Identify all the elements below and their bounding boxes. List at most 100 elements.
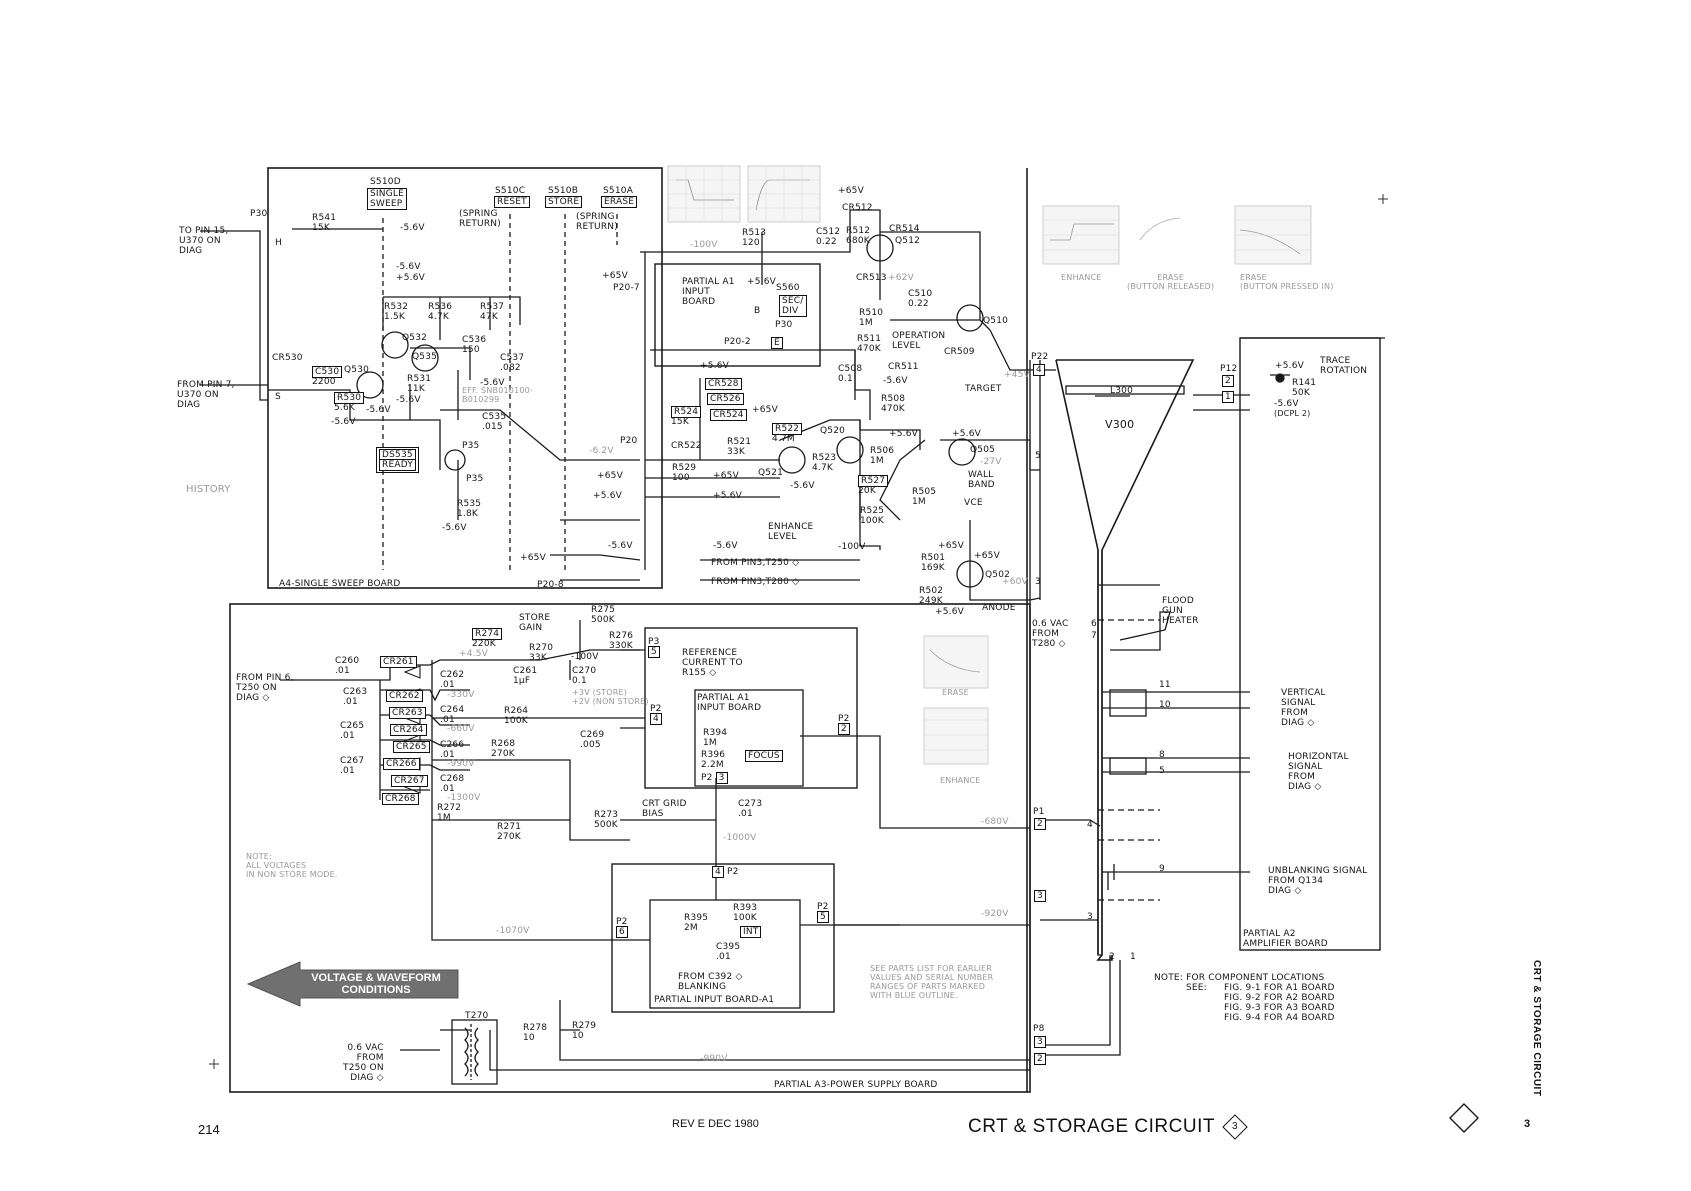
q512-symbol (866, 234, 894, 262)
c273-label: C273.01 (738, 799, 763, 819)
v65-l: +65V (597, 471, 623, 481)
waveform-erase-low-caption: ERASE (942, 688, 969, 697)
c260-label: C260.01 (335, 656, 360, 676)
pin4-label: 4 (1087, 820, 1093, 830)
a4-board-outline (267, 167, 663, 589)
v-neg990-p8: -990V (700, 1054, 728, 1064)
v65-p20-7: +65V (602, 271, 628, 281)
v65-top: +65V (838, 186, 864, 196)
q532-symbol (381, 331, 409, 359)
v-neg56-g: -5.6V (442, 523, 467, 533)
dcpl-label: (DCPL 2) (1274, 409, 1311, 418)
cr263-label: CR263 (389, 707, 426, 719)
v56-q505: +5.6V (952, 429, 982, 439)
p1-pin3: 3 (1034, 890, 1046, 902)
t270-label: T270 (465, 1011, 489, 1021)
a3-board-outline (229, 603, 1031, 1093)
a1-inner-bottom (649, 899, 801, 1009)
side-tab: CRT & STORAGE CIRCUIT (1531, 960, 1542, 1097)
c395-label: C395.01 (716, 942, 741, 962)
c268-label: C268.01 (440, 774, 465, 794)
q510-symbol (956, 304, 984, 332)
erase-switch: ERASE (601, 196, 638, 208)
cr530-label: CR530 (272, 353, 303, 363)
cr524-label: CR524 (710, 409, 747, 421)
cr511-label: CR511 (888, 362, 919, 372)
q530-symbol (356, 371, 384, 399)
v-neg1000: -1000V (723, 833, 757, 843)
pin7-label: 7 (1091, 631, 1097, 641)
a1-inner-mid (694, 689, 804, 787)
s510c-label: S510C (495, 186, 526, 196)
q505-symbol (948, 438, 976, 466)
c267-label: C267.01 (340, 756, 365, 776)
q512-label: Q512 (895, 236, 921, 246)
pin10-label: 10 (1159, 700, 1171, 710)
p8-label: P8 (1033, 1024, 1045, 1034)
p2-3-label: P2 3 (701, 772, 728, 784)
s560-label: S560 (776, 283, 800, 293)
waveform-erase-pressed-caption: ERASE(BUTTON PRESSED IN) (1240, 273, 1334, 291)
cr265-label: CR265 (393, 741, 430, 753)
v-neg990: -990V (447, 759, 475, 769)
cr268-label: CR268 (382, 793, 419, 805)
v56-r: +5.6V (713, 491, 743, 501)
v-neg100-c: -100V (571, 652, 599, 662)
c535-label: C535.015 (482, 412, 507, 432)
v56-l: +5.6V (593, 491, 623, 501)
v-neg27: -27V (980, 457, 1002, 467)
p30b-label: P30 (775, 320, 793, 330)
cr528-label: CR528 (705, 378, 742, 390)
from-t250-label: FROM PIN3,T250 ◇ (711, 558, 800, 568)
revision-label: REV E DEC 1980 (672, 1118, 759, 1130)
p35-a-label: P35 (462, 441, 480, 451)
c537-label: C537.082 (500, 353, 525, 373)
from-c392-label: FROM C392 ◇BLANKING (678, 972, 743, 992)
q535-symbol (411, 344, 439, 372)
pin2-label: 2 (1109, 952, 1115, 962)
eff-serial-note: EFF. SNB010100-B010299 (462, 386, 534, 404)
v56-r506: +5.6V (889, 429, 919, 439)
a2-board-outline (1239, 337, 1381, 951)
v-pos56: +5.6V (396, 273, 426, 283)
a1-bottom-outline (611, 863, 835, 1013)
p22-pin5: 5 (1035, 451, 1041, 461)
p22-label: P22 (1031, 352, 1049, 362)
v-neg56-trace: -5.6V (1274, 399, 1299, 409)
vce-label: VCE (964, 498, 983, 508)
p12-pin1: 1 (1222, 391, 1234, 403)
cr512-label: CR512 (842, 203, 873, 213)
p1-pin2: 2 (1034, 818, 1046, 830)
c262-label: C262.01 (440, 670, 465, 690)
pin8-label: 8 (1159, 750, 1165, 760)
p22-pin4: 4 (1033, 364, 1045, 376)
p12-label: P12 (1220, 364, 1238, 374)
cr513-label: CR513 (856, 273, 887, 283)
v-neg56-b: -5.6V (396, 262, 421, 272)
q530-label: Q530 (344, 365, 370, 375)
v-store-label: +3V (STORE)+2V (NON STORE) (572, 688, 649, 706)
